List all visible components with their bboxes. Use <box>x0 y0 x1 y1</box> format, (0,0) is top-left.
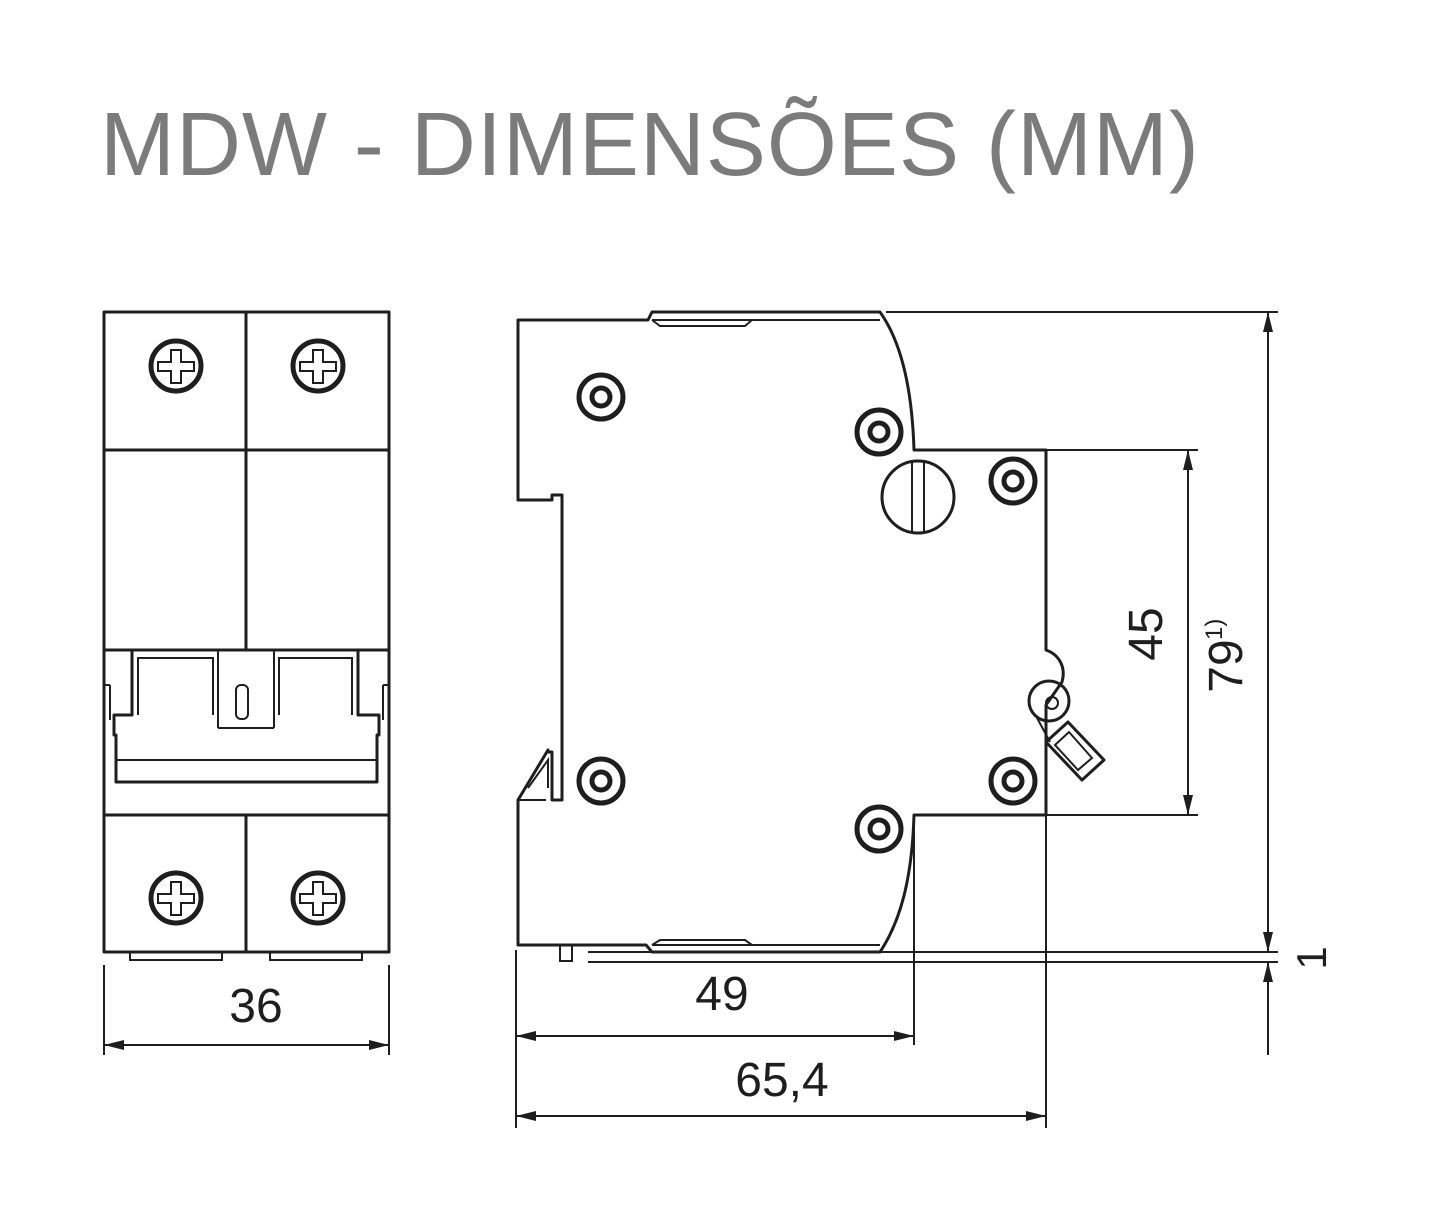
side-lever <box>1027 679 1106 782</box>
dimension-depth-total: 65,4 <box>735 1054 828 1107</box>
dimension-lines <box>103 311 1278 1128</box>
toggle-lever <box>104 648 389 784</box>
page-title: MDW - DIMENSÕES (MM) <box>100 95 1200 195</box>
dimension-height-total-note: 1) <box>1201 619 1228 640</box>
dimension-height-total-group: 79 1) <box>1200 619 1253 693</box>
rivet-3 <box>988 456 1038 506</box>
terminal-screw-bottom-left <box>148 870 204 926</box>
side-view <box>516 310 1106 962</box>
rivet-1 <box>576 372 626 422</box>
dimension-depth-shoulder: 49 <box>695 968 748 1021</box>
dimension-height-total: 79 <box>1200 639 1253 692</box>
rivet-5 <box>988 756 1038 806</box>
adjust-screw <box>880 459 956 535</box>
rivet-6 <box>854 804 904 854</box>
front-view <box>102 310 391 961</box>
dimension-height-face: 45 <box>1120 607 1173 660</box>
terminal-screw-top-left <box>148 338 204 394</box>
rivet-4 <box>576 756 626 806</box>
dimension-offset: 1 <box>1288 946 1335 969</box>
terminal-screw-top-right <box>290 338 346 394</box>
terminal-screw-bottom-right <box>290 870 346 926</box>
dimension-width-front: 36 <box>229 980 282 1033</box>
rivet-2 <box>854 407 904 457</box>
